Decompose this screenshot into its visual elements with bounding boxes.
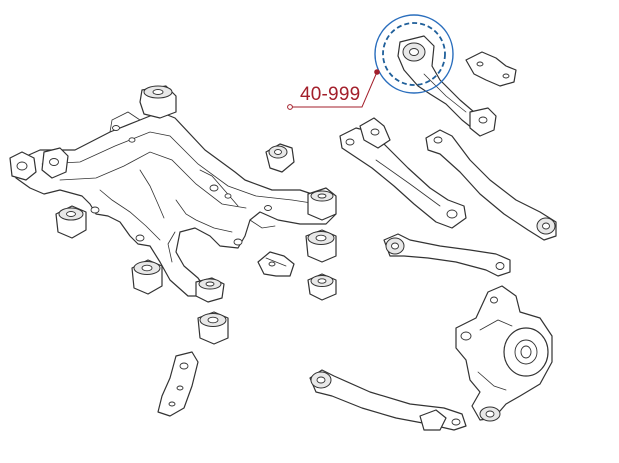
rear-subframe bbox=[9, 85, 337, 303]
subframe-bushing-small bbox=[307, 273, 337, 301]
wheel-carrier bbox=[455, 285, 553, 422]
upper-control-arm bbox=[397, 35, 497, 137]
lower-control-arm bbox=[309, 369, 467, 431]
lateral-link bbox=[383, 233, 511, 277]
part-number-label: 40-999 bbox=[300, 84, 361, 105]
callout-highlight-ring bbox=[374, 14, 454, 94]
part-callout bbox=[287, 14, 454, 110]
camber-link bbox=[339, 117, 467, 229]
mounting-bracket bbox=[257, 251, 295, 277]
differential-mount bbox=[157, 351, 199, 417]
subframe-bushing-top bbox=[265, 143, 295, 173]
callout-leader-line bbox=[290, 71, 378, 108]
leader-end-dot bbox=[374, 69, 380, 75]
subframe-bushing-center bbox=[305, 229, 337, 263]
subframe-bushing-lower bbox=[197, 311, 229, 345]
trailing-arm bbox=[425, 129, 557, 241]
callout-dashed-ring bbox=[382, 22, 446, 86]
subframe-bushing-left bbox=[55, 205, 87, 239]
sensor-bracket bbox=[465, 51, 517, 87]
subframe-bushing-mid-left bbox=[131, 259, 163, 295]
leader-start-dot bbox=[287, 104, 293, 110]
